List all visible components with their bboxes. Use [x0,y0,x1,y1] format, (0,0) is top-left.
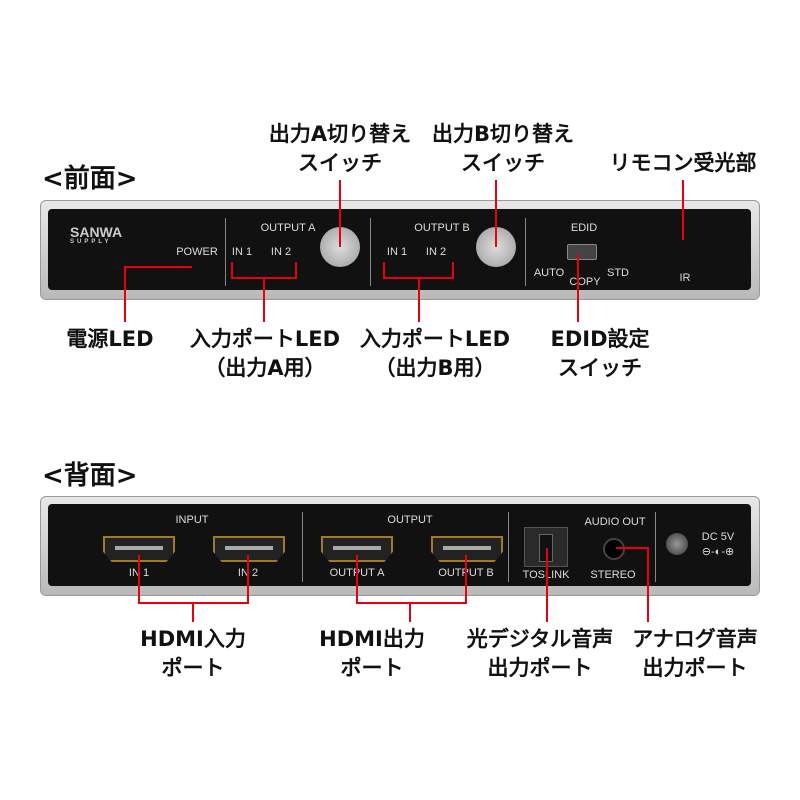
power-label: POWER [176,246,218,258]
front-panel [48,209,751,290]
callout-line: アナログ音声 [632,627,758,651]
in2-label: IN 2 [425,246,447,258]
in1-label: IN 1 [386,246,408,258]
output-label: OUTPUT [387,514,433,526]
leader-hdmi-out [356,555,467,622]
callout-line: （出力A用） [204,356,326,380]
in1-label: IN 1 [231,246,253,258]
leader-power-led [124,266,192,322]
logo-text: SANWA [70,224,123,240]
dc-power-jack [666,533,688,555]
callout-line: HDMI入力 [140,627,246,651]
ir-label: IR [679,272,691,284]
callout-ir: リモコン受光部 [609,151,757,175]
edid-slide-switch[interactable] [567,244,597,260]
divider [370,218,371,286]
callout-edid: EDID設定スイッチ [550,325,649,383]
output-a-label: OUTPUT A [260,222,316,234]
callout-line: （出力B用） [374,356,496,380]
divider [525,218,526,286]
callout-line: 出力ポート [642,656,748,680]
leader-hdmi-in [138,555,249,622]
polarity-symbol: ⊖-◐-⊕ [701,546,735,558]
front-heading: <前面> [42,164,138,194]
callout-line: 光デジタル音声 [466,627,614,651]
edid-label: EDID [570,222,598,234]
callout-line: EDID設定 [550,327,650,351]
leader-led-b [383,262,454,322]
divider [655,512,656,582]
callout-led-b: 入力ポートLED （出力B用） [360,325,510,383]
callout-analog: アナログ音声出力ポート [632,625,758,683]
callout-optical: 光デジタル音声出力ポート [467,625,614,683]
callout-line: スイッチ [460,151,545,175]
callout-switch-b: 出力B切り替えスイッチ [432,120,574,178]
leader-led-a [231,262,297,322]
callout-led-a: 入力ポートLED （出力A用） [190,325,340,383]
audio-out-label: AUDIO OUT [584,516,646,528]
divider [225,218,226,286]
std-label: STD [607,267,629,279]
output-b-label: OUTPUT B [414,222,470,234]
divider [508,512,509,582]
callout-line: 入力ポートLED [189,327,341,351]
auto-label: AUTO [533,267,565,279]
callout-power-led: 電源LED [66,327,154,351]
dc-label: DC 5V [701,531,735,543]
input-label: INPUT [175,514,209,526]
callout-line: スイッチ [558,356,642,380]
in2-label: IN 2 [270,246,292,258]
callout-hdmi-in: HDMI入力ポート [140,625,246,683]
callout-line: 出力B切り替え [431,122,575,146]
callout-line: スイッチ [297,151,382,175]
logo-subtext: SUPPLY [70,239,112,245]
leader-analog [616,547,649,622]
callout-line: ポート [161,656,225,680]
callout-line: 入力ポートLED [359,327,511,351]
callout-hdmi-out: HDMI出力ポート [319,625,425,683]
stereo-label: STEREO [590,569,636,581]
callout-line: 出力A切り替え [268,122,412,146]
back-heading: <背面> [42,461,138,491]
callout-line: 出力ポート [487,656,593,680]
callout-line: ポート [340,656,404,680]
callout-line: HDMI出力 [319,627,425,651]
callout-switch-a: 出力A切り替えスイッチ [269,120,411,178]
divider [302,512,303,582]
